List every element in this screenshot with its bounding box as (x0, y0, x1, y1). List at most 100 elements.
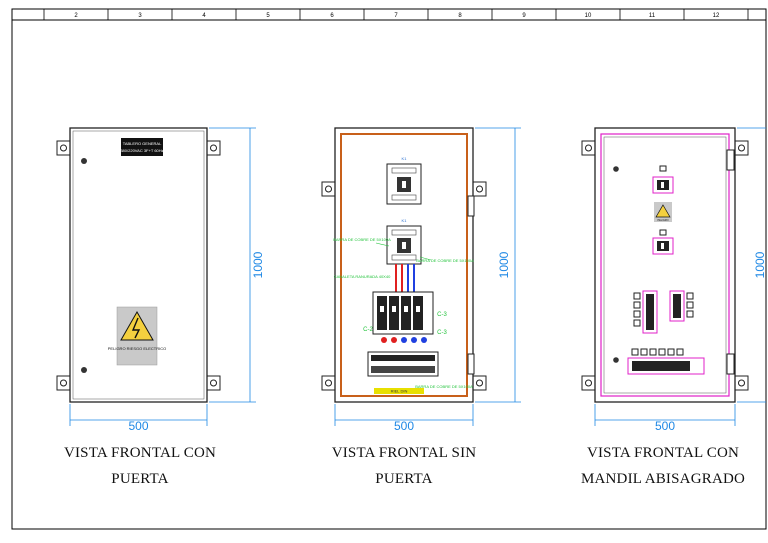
mount-hole (585, 144, 592, 152)
mount-hole (585, 379, 592, 387)
contactor-toggle (661, 182, 664, 188)
ground-bar (374, 388, 424, 394)
ruler-strip (11, 8, 767, 21)
high-voltage-icon (655, 204, 671, 218)
ruler-number: 5 (266, 13, 270, 19)
view-door: TABLERO GENERAL 380/220VAC 3F+T 60Hz PEL… (56, 127, 265, 433)
mount-tab (734, 375, 749, 391)
hinge (467, 195, 475, 217)
dim-width-value: 500 (655, 419, 675, 433)
mount-tab (472, 181, 487, 197)
mount-hole (738, 144, 745, 152)
lock-icon (613, 166, 619, 172)
mounting-plate (340, 133, 468, 397)
contactor-toggle (661, 243, 664, 249)
breaker (377, 296, 387, 330)
caption-hinged-line1: VISTA FRONTAL CON (586, 445, 740, 461)
cabinet-body (594, 127, 736, 403)
dim-height-value: 1000 (753, 251, 767, 278)
breaker-block (372, 291, 434, 335)
breaker-toggle (416, 306, 420, 312)
caption-door-line2: PUERTA (111, 471, 169, 487)
terminal-row (391, 194, 417, 201)
indicator (676, 348, 684, 356)
ruler-number: 4 (202, 13, 206, 19)
caption-door: VISTA FRONTAL CON PUERTA (40, 440, 240, 492)
nameplate-line2: 380/220VAC 3F+T 60Hz (120, 148, 163, 153)
terminal-red (391, 337, 397, 343)
breaker (646, 294, 654, 330)
dim-width-value: 500 (394, 419, 414, 433)
label-c3-bottom: C-3 (437, 330, 447, 336)
terminal-strip (632, 361, 690, 371)
dim-height-value: 1000 (251, 251, 265, 278)
terminal-row (391, 167, 417, 174)
indicator (633, 292, 641, 300)
ruler-number: 6 (330, 13, 334, 19)
ruler-number: 3 (138, 13, 142, 19)
mount-tab (206, 140, 221, 156)
ruler-number: 7 (394, 13, 398, 19)
mount-hole (60, 379, 67, 387)
mount-hole (738, 379, 745, 387)
mount-tab (206, 375, 221, 391)
indicator (686, 292, 694, 300)
mount-tab (734, 140, 749, 156)
mount-hole (210, 144, 217, 152)
mount-tab (472, 375, 487, 391)
caption-hinged: VISTA FRONTAL CON MANDIL ABISAGRADO (563, 440, 763, 492)
indicator (633, 310, 641, 318)
mount-hole (210, 379, 217, 387)
lock-icon (613, 357, 619, 363)
indicator (649, 348, 657, 356)
cutout (659, 165, 667, 172)
lightning-bolt-icon (131, 317, 141, 339)
mount-tab (321, 375, 336, 391)
mount-hole (476, 185, 483, 193)
indicator (631, 348, 639, 356)
hinge (726, 353, 735, 375)
leader-line (375, 242, 390, 247)
ruler-number: 2 (74, 13, 78, 19)
terminal-blue (411, 337, 417, 343)
mount-tab (581, 140, 596, 156)
warning-label: PELIGRO RIESGO ELECTRICO (108, 346, 166, 351)
terminal-row (391, 229, 417, 236)
breaker (413, 296, 423, 330)
door-inner-edge (72, 130, 205, 400)
caption-no-door: VISTA FRONTAL SIN PUERTA (304, 440, 504, 492)
indicator (658, 348, 666, 356)
label-c2: C-2 (363, 327, 373, 333)
mount-hole (325, 379, 332, 387)
mount-hole (476, 379, 483, 387)
view-no-door: K1 K1 BARRA DE COBRE DE 5X100A BARRA DE … (321, 127, 521, 433)
caption-no-door-line2: PUERTA (375, 471, 433, 487)
note-left-1: BARRA DE COBRE DE 5X100A (333, 237, 391, 242)
label-contactor-top: K1 (402, 156, 408, 161)
terminal-red (381, 337, 387, 343)
ruler-number: 8 (458, 13, 462, 19)
indicator (640, 348, 648, 356)
high-voltage-icon (120, 310, 154, 341)
terminal-blue (421, 337, 427, 343)
mount-tab (56, 140, 71, 156)
ruler-number: 12 (713, 13, 720, 19)
caption-hinged-line2: MANDIL ABISAGRADO (580, 471, 746, 487)
breaker-toggle (380, 306, 384, 312)
view-hinged: PELIGRO 500 (581, 127, 767, 433)
label-contactor-mid: K1 (402, 218, 408, 223)
contactor-toggle (402, 242, 406, 249)
nameplate (121, 138, 163, 156)
breaker (389, 296, 399, 330)
lock-icon (81, 367, 87, 373)
ruler-number: 9 (522, 13, 526, 19)
hinge (467, 353, 475, 375)
caption-no-door-line1: VISTA FRONTAL SIN (331, 445, 477, 461)
indicator (633, 319, 641, 327)
terminal-strip-top (371, 355, 435, 361)
note-left-2: CANALETA RANURADA 40X40 (334, 274, 391, 279)
terminal-blue (401, 337, 407, 343)
warning-label: PELIGRO (657, 219, 668, 222)
nameplate-line1: TABLERO GENERAL (123, 141, 162, 146)
